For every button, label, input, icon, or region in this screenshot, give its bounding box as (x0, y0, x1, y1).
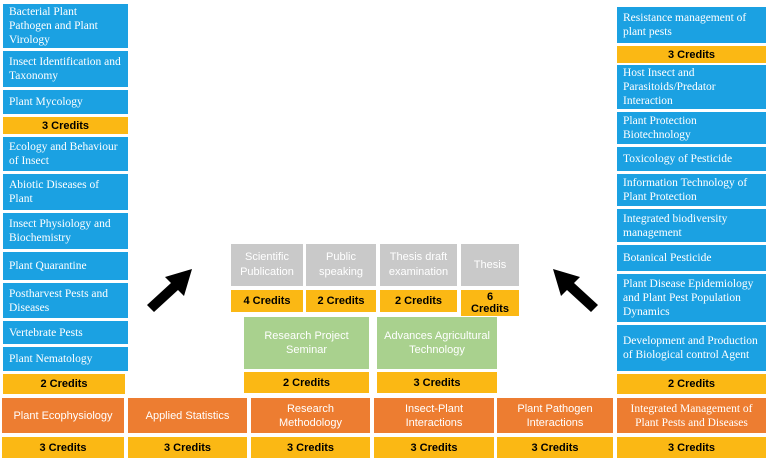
course-plant-mycology: Plant Mycology (3, 90, 128, 114)
course-botanical-pesticide: Botanical Pesticide (617, 245, 766, 271)
arrow-up-left-icon (553, 269, 598, 312)
course-information-technology: Information Technology of Plant Protecti… (617, 174, 766, 206)
course-research-methodology: Research Methodology (251, 398, 370, 433)
credits-gray-4: 6 Credits (461, 290, 519, 316)
credits-bottom-5: 3 Credits (497, 437, 613, 458)
credits-gray-1: 4 Credits (231, 290, 303, 312)
course-bacterial-plant-pathogen: Bacterial Plant Pathogen and Plant Virol… (3, 4, 128, 48)
course-label: Plant Ecophysiology (13, 409, 113, 422)
course-label: Plant Pathogen Interactions (517, 402, 593, 429)
course-insect-identification: Insect Identification and Taxonomy (3, 51, 128, 87)
course-label: Bacterial Plant Pathogen and Plant Virol… (9, 6, 98, 46)
course-plant-quarantine: Plant Quarantine (3, 252, 128, 280)
course-thesis-draft-examination: Thesis draft examination (380, 244, 457, 286)
course-plant-protection-biotech: Plant Protection Biotechnology (617, 112, 766, 144)
course-scientific-publication: Scientific Publication (231, 244, 303, 286)
course-label: Integrated biodiversity management (623, 212, 728, 239)
course-label: Research Project Seminar (264, 330, 349, 356)
course-label: Plant Quarantine (9, 260, 87, 272)
course-label: Insect Identification and Taxonomy (9, 56, 121, 82)
course-label: Abiotic Diseases of Plant (9, 179, 100, 205)
credits-right-2: 2 Credits (617, 374, 766, 394)
course-label: Research Methodology (279, 402, 342, 429)
course-label: Advances Agricultural Technology (384, 330, 490, 356)
course-vertebrate-pests: Vertebrate Pests (3, 321, 128, 344)
credits-gray-3: 2 Credits (380, 290, 457, 312)
course-label: Vertebrate Pests (9, 326, 83, 339)
course-thesis: Thesis (461, 244, 519, 286)
course-research-project-seminar: Research Project Seminar (244, 317, 369, 369)
course-abiotic-diseases: Abiotic Diseases of Plant (3, 174, 128, 210)
credits-green-1: 2 Credits (244, 372, 369, 393)
course-biological-control: Development and Production of Biological… (617, 325, 766, 371)
course-label: Thesis draft examination (388, 251, 449, 278)
credits-bottom-3: 3 Credits (251, 437, 370, 458)
course-label: Thesis (473, 258, 507, 271)
credits-bottom-6: 3 Credits (617, 437, 766, 458)
course-plant-ecophysiology: Plant Ecophysiology (2, 398, 124, 433)
course-insect-plant-interactions: Insect-Plant Interactions (374, 398, 494, 433)
credits-bottom-1: 3 Credits (2, 437, 124, 458)
course-postharvest: Postharvest Pests and Diseases (3, 283, 128, 318)
credits-left-3: 3 Credits (3, 117, 128, 134)
course-label: Plant Nematology (9, 353, 93, 365)
course-advances-agricultural-technology: Advances Agricultural Technology (377, 317, 497, 369)
course-label: Information Technology of Plant Protecti… (623, 177, 748, 203)
course-label: Botanical Pesticide (623, 252, 712, 264)
course-label: Ecology and Behaviour of Insect (9, 141, 118, 167)
course-label: Plant Protection Biotechnology (623, 115, 697, 141)
course-public-speaking: Public speaking (306, 244, 376, 286)
course-label: Scientific Publication (240, 251, 294, 278)
course-label: Postharvest Pests and Diseases (9, 287, 109, 314)
course-label: Development and Production of Biological… (623, 335, 758, 361)
course-insect-physiology: Insect Physiology and Biochemistry (3, 213, 128, 249)
course-label: Toxicology of Pesticide (623, 153, 733, 165)
course-label: Plant Mycology (9, 96, 83, 108)
course-plant-disease-epidemiology: Plant Disease Epidemiology and Plant Pes… (617, 274, 766, 322)
credits-gray-2: 2 Credits (306, 290, 376, 312)
course-label: Insect Physiology and Biochemistry (9, 218, 111, 244)
course-label: Plant Disease Epidemiology and Plant Pes… (623, 278, 754, 318)
course-integrated-biodiversity: Integrated biodiversity management (617, 209, 766, 242)
course-label: Insect-Plant Interactions (404, 402, 464, 429)
course-integrated-management: Integrated Management of Plant Pests and… (617, 398, 766, 433)
credits-right-3: 3 Credits (617, 46, 766, 63)
course-ecology-behaviour: Ecology and Behaviour of Insect (3, 137, 128, 171)
course-label: Applied Statistics (145, 409, 230, 422)
course-label: Host Insect and Parasitoids/Predator Int… (623, 67, 716, 107)
course-resistance-management: Resistance management of plant pests (617, 7, 766, 43)
course-host-insect: Host Insect and Parasitoids/Predator Int… (617, 65, 766, 109)
course-plant-nematology: Plant Nematology (3, 347, 128, 371)
credits-left-2: 2 Credits (3, 374, 125, 394)
credits-bottom-4: 3 Credits (374, 437, 494, 458)
credits-green-2: 3 Credits (377, 372, 497, 393)
course-plant-pathogen-interactions: Plant Pathogen Interactions (497, 398, 613, 433)
course-applied-statistics: Applied Statistics (128, 398, 247, 433)
course-label: Integrated Management of Plant Pests and… (630, 402, 753, 429)
course-label: Public speaking (318, 251, 364, 278)
course-label: Resistance management of plant pests (623, 12, 747, 38)
course-toxicology: Toxicology of Pesticide (617, 147, 766, 171)
arrow-up-right-icon (147, 269, 192, 312)
credits-bottom-2: 3 Credits (128, 437, 247, 458)
